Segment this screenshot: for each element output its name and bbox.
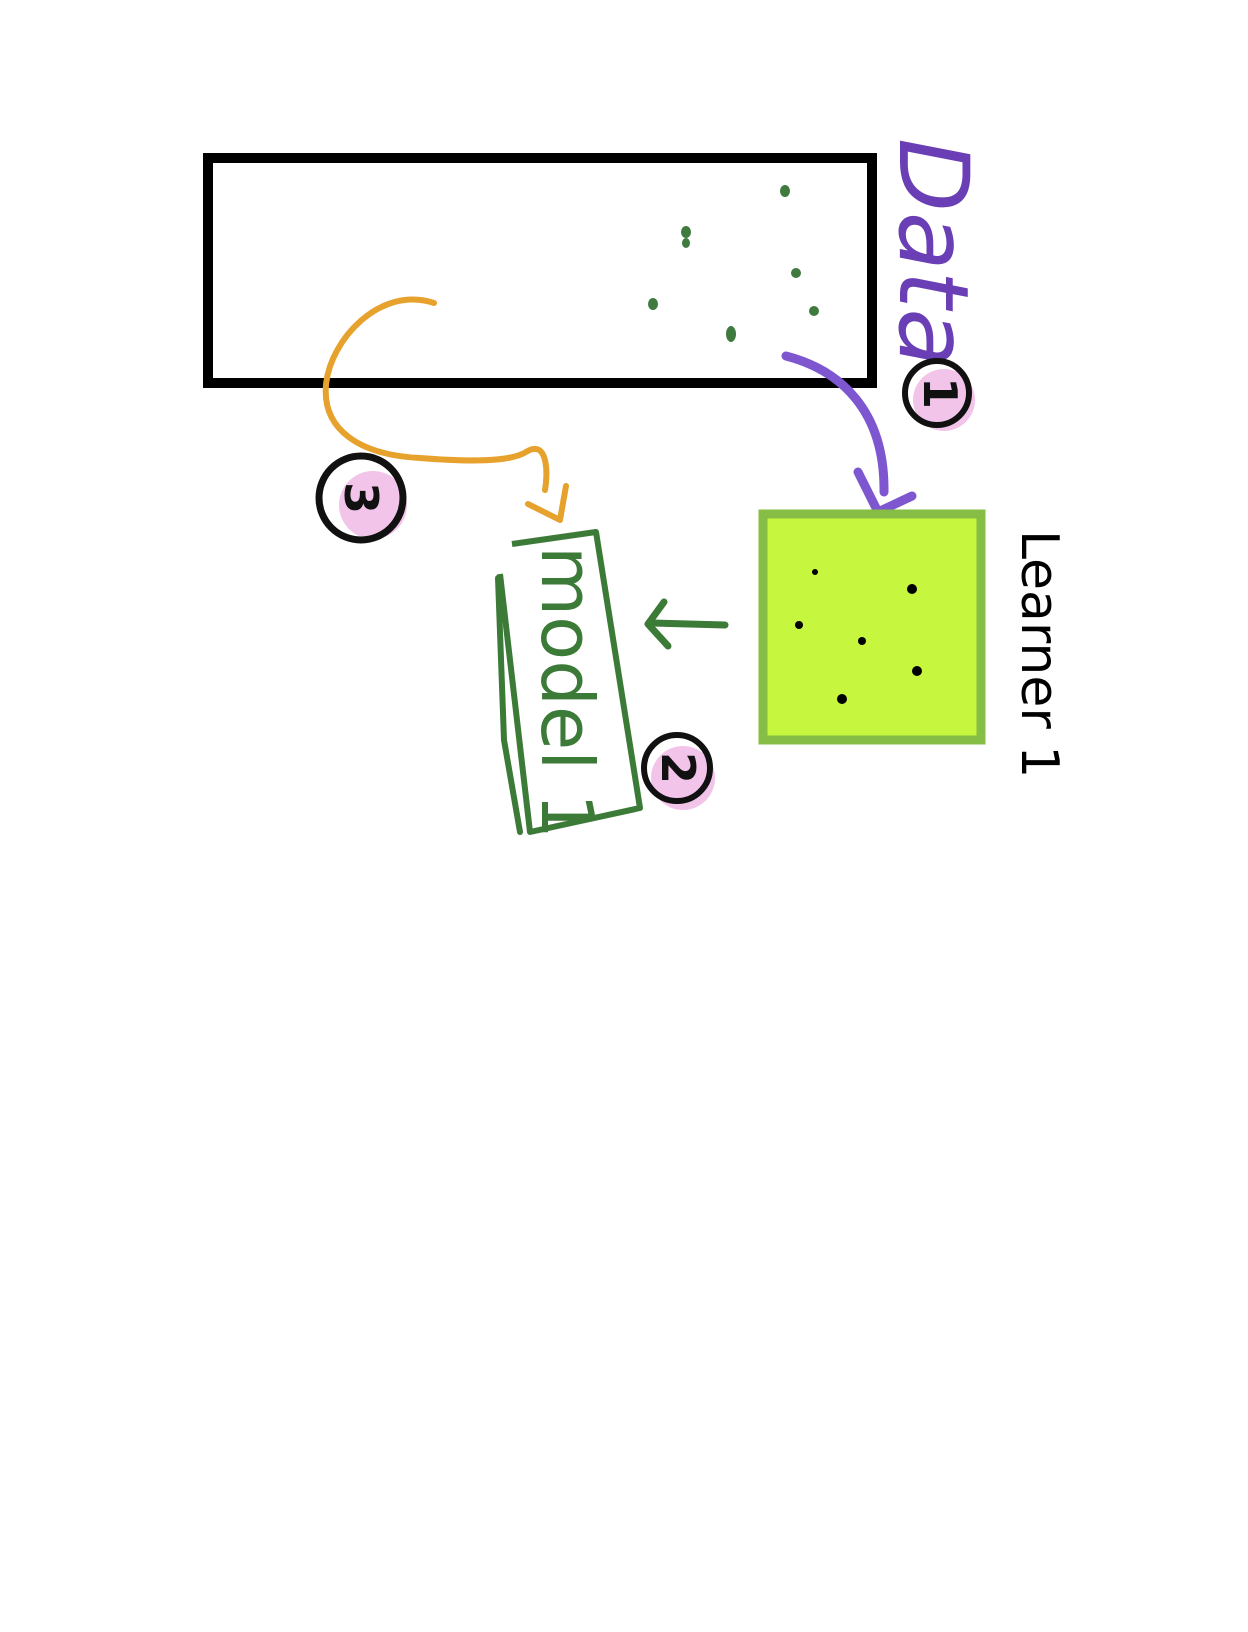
data-point [682,238,690,248]
learner-point [912,666,922,676]
data-points [648,185,819,342]
learner-to-model-arrow [644,598,729,650]
data-point [809,306,819,316]
step-3-badge: 3 [315,452,407,544]
learner-points [795,569,922,704]
step-2-number: 2 [651,752,705,784]
step-2-badge: 2 [641,732,715,810]
data-to-model-arrow [322,296,569,523]
data-point [681,226,691,238]
learner-point [795,621,803,629]
learner-point [837,694,847,704]
data-point [791,268,801,278]
learner-label: Learner 1 [1009,530,1069,778]
learner-point [907,584,917,594]
data-label: Data [877,138,989,367]
step-3-number: 3 [334,482,388,514]
learner-box [758,509,986,745]
model-box: model 1 [495,529,643,839]
data-box [203,153,877,388]
data-point [726,326,736,342]
data-point [648,298,658,310]
step-1-number: 1 [913,377,967,409]
learner-point [812,569,818,575]
learner-point [858,637,866,645]
model-label: model 1 [525,546,609,839]
step-1-badge: 1 [902,358,975,431]
data-point [780,185,790,197]
